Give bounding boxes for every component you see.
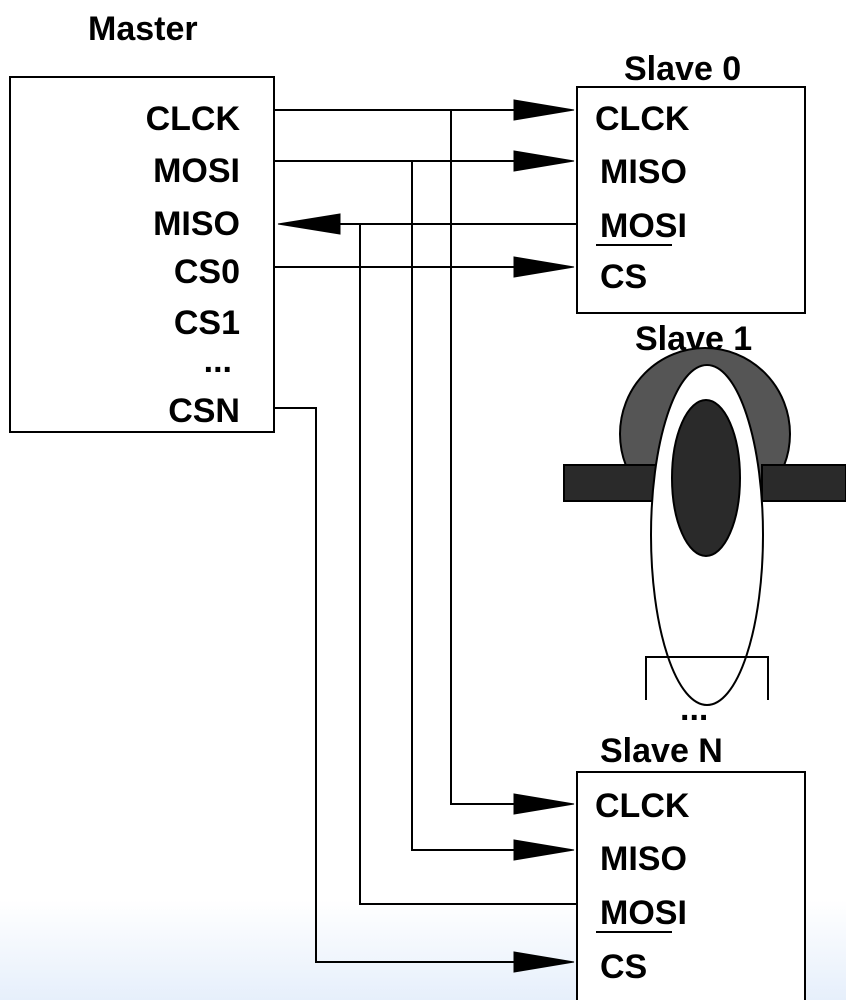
- arrow-miso-master: [277, 213, 341, 235]
- slave0-pin-miso: MISO: [600, 153, 687, 191]
- arrow-mosi-slaveN: [513, 839, 575, 861]
- master-pin-cs0: CS0: [174, 253, 240, 291]
- arrow-clck-slaveN: [513, 793, 575, 815]
- slaveN-pin-cs: CS: [600, 948, 647, 986]
- arrow-csn-slaveN: [513, 951, 575, 973]
- master-title: Master: [88, 10, 198, 48]
- slave0-pin-mosi: MOSI: [600, 207, 687, 245]
- slave0-pin-cs: CS: [600, 258, 647, 296]
- master-pin-clck: CLCK: [146, 100, 241, 138]
- master-pin-csn: CSN: [168, 392, 240, 430]
- master-pin-ellipsis: ...: [204, 342, 232, 380]
- master-pin-cs1: CS1: [174, 304, 240, 342]
- wire-miso-slaveN: [359, 224, 577, 905]
- slaveN-title: Slave N: [600, 732, 723, 770]
- master-box: [9, 76, 275, 433]
- master-pin-miso: MISO: [153, 205, 240, 243]
- wire-clck-slaveN: [450, 110, 560, 805]
- wire-csn: [274, 407, 560, 963]
- arrow-cs0-slave0: [513, 256, 575, 278]
- slave0-pin-clck: CLCK: [595, 100, 690, 138]
- arrow-mosi-slave0: [513, 150, 575, 172]
- slave1-figure: [563, 347, 846, 706]
- slave0-title: Slave 0: [624, 50, 741, 88]
- slaves-ellipsis: ...: [680, 690, 708, 728]
- slaveN-pin-clck: CLCK: [595, 787, 690, 825]
- wire-mosi-slaveN: [411, 161, 560, 851]
- slaveN-pin-miso: MISO: [600, 840, 687, 878]
- slaveN-pin-mosi: MOSI: [600, 894, 687, 932]
- master-pin-mosi: MOSI: [153, 152, 240, 190]
- slaveN-box: [576, 771, 806, 1000]
- arrow-clck-slave0: [513, 99, 575, 121]
- slave0-box: [576, 86, 806, 314]
